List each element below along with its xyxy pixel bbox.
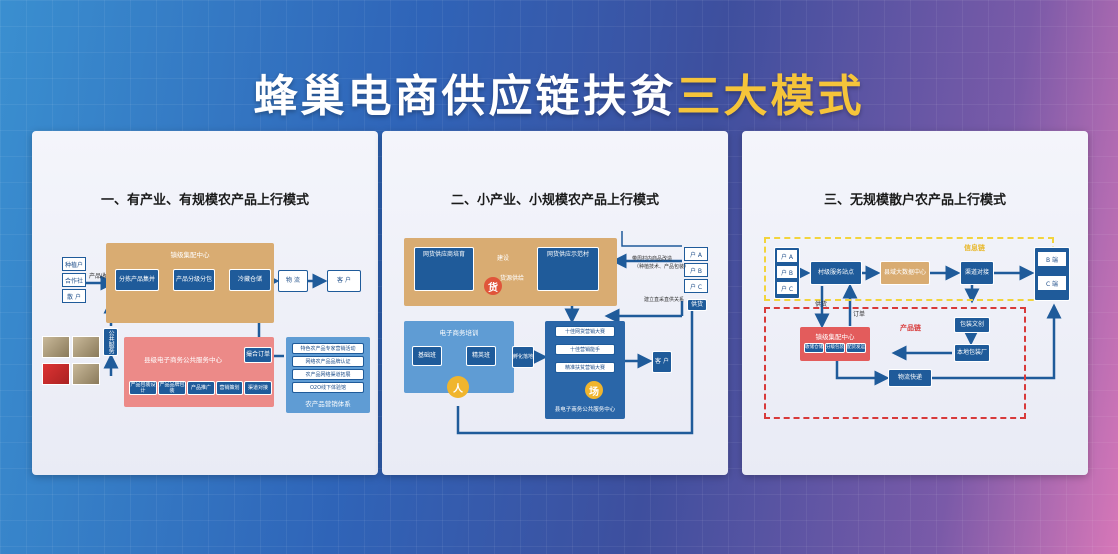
- title-highlight: 三大模式: [676, 71, 865, 122]
- panel3-title: 三、无规模散户农产品上行模式: [823, 193, 1006, 208]
- p2-center-item-3: 精准扶贫营销大赛: [555, 362, 615, 373]
- p2-relation-note: 建立直采直供关系: [644, 297, 685, 303]
- p3-product-chain-label: 产品链: [900, 324, 921, 332]
- p2-build-label: 建设: [497, 255, 510, 262]
- p2-rural-note: 带周村内商品改造: [632, 256, 673, 262]
- p1-marketing-3: 农产品网络渠道拓展: [292, 369, 364, 380]
- p2-basic-class: 基础班: [412, 346, 442, 366]
- panel1-title: 一、有产业、有规模农产品上行模式: [100, 193, 309, 208]
- p1-step-cold: 冷藏仓储: [229, 269, 271, 291]
- p1-public-service: 公共服务: [103, 328, 118, 356]
- p2-customer-box: 客 户: [652, 351, 672, 373]
- p2-goods-circle: 货: [484, 277, 502, 295]
- p2-demo-village-label: 网货供应示范村: [546, 251, 589, 258]
- p3-channel-box: 渠道对接: [960, 261, 994, 285]
- p3-info-chain-label: 信息链: [964, 244, 985, 252]
- p1-photo-2: [72, 336, 100, 358]
- p1-logistics-box: 物 流: [278, 270, 308, 292]
- p2-venue-circle: 场: [585, 381, 603, 399]
- p1-dock-order: 撮合订单: [244, 347, 272, 363]
- p2-supply-label: 货源供给: [500, 275, 525, 282]
- p1-step-sort: 分拣产品集并: [115, 269, 159, 291]
- panel-mode-2: 二、小产业、小规模农产品上行模式 网货供应商培育 建设 网货供应示范村 货源供给…: [382, 131, 728, 475]
- p2-household-a: 户 A: [684, 247, 708, 261]
- p1-service-channel: 渠道对接: [244, 381, 272, 395]
- p1-marketing-title: 农产品营销体系: [305, 400, 351, 408]
- p3-town-sub-2: 分级包装: [825, 343, 845, 353]
- p3-household-a: 户 A: [776, 249, 798, 263]
- panel3-arrows: [795, 265, 1062, 386]
- p1-service-promo: 产品推广: [187, 381, 215, 395]
- p2-person-circle: 人: [447, 376, 469, 398]
- p3-supply-label: 供货: [815, 301, 828, 308]
- p2-hatch-box: 孵化落地: [512, 346, 534, 368]
- p3-household-b: 户 B: [776, 265, 798, 279]
- p3-local-factory: 本地包装厂: [954, 344, 990, 362]
- p2-supplier-label: 网货供应商培育: [422, 251, 465, 258]
- p3-town-sub-1: 收储仓储: [804, 343, 824, 353]
- p3-household-c: 户 C: [776, 281, 798, 295]
- p3-town-center-title: 镇级集配中心: [815, 333, 855, 341]
- p1-marketing-2: 网络农产品品牌认证: [292, 356, 364, 367]
- p1-service-plan: 营销策划: [216, 381, 243, 395]
- p1-grower-box: 种植户: [62, 257, 86, 271]
- page-title: 蜂巢电商供应链扶贫三大模式: [0, 60, 1118, 124]
- p3-b-end: B 端: [1037, 251, 1067, 267]
- p1-photo-3: [42, 363, 70, 385]
- p3-order-label: 订单: [853, 311, 866, 318]
- p3-town-sub-3: 配货发运: [846, 343, 866, 353]
- p3-express-box: 物流快递: [888, 369, 932, 387]
- panel-mode-1: 一、有产业、有规模农产品上行模式 种植户 合作社 散 户 产品收集 镇级集配中心…: [32, 131, 378, 475]
- p1-service-brand: 产品品牌包装: [158, 381, 186, 395]
- p2-supplier-box: 网货供应商培育: [414, 247, 474, 291]
- p1-marketing-1: 特色农产品专家营销活动: [292, 343, 364, 354]
- p1-county-title: 县级电子商务公共服务中心: [144, 356, 222, 364]
- p2-household-c: 户 C: [684, 279, 708, 293]
- p2-supply-tag: 供货: [687, 299, 707, 311]
- p3-village-station: 村级服务站点: [810, 261, 862, 285]
- p2-demo-village-box: 网货供应示范村: [537, 247, 599, 291]
- p2-household-b: 户 B: [684, 263, 708, 277]
- panel2-title: 二、小产业、小规模农产品上行模式: [450, 193, 659, 208]
- p1-farmer-box: 散 户: [62, 289, 86, 303]
- p3-c-end: C 端: [1037, 275, 1067, 291]
- p1-town-title: 镇级集配中心: [170, 251, 210, 259]
- p2-center-title: 县电子商务公共服务中心: [554, 407, 616, 413]
- p2-rural-note2: （种植技术、产品包装）: [634, 264, 690, 270]
- p1-collect-label: 产品收集: [89, 273, 114, 280]
- p3-package-design: 包装文创: [954, 317, 990, 333]
- p1-photo-1: [42, 336, 70, 358]
- p2-elite-class: 精英班: [466, 346, 496, 366]
- title-main: 蜂巢电商供应链扶贫: [253, 71, 677, 122]
- p1-service-design: 产品包装设计: [129, 381, 157, 395]
- p2-center-item-1: 十佳网货营销大赛: [555, 326, 615, 337]
- p3-county-data-center: 县域大数据中心: [880, 261, 930, 285]
- panel-mode-3: 三、无规模散户农产品上行模式 信息链 产品链 户 A 户 B 户 C 村级服务站…: [742, 131, 1088, 475]
- p2-training-title: 电子商务培训: [439, 329, 479, 337]
- p1-customer-box: 客 户: [327, 270, 361, 292]
- p1-coop-box: 合作社: [62, 273, 86, 287]
- p1-step-grade: 产品分级分包: [173, 269, 215, 291]
- p3-product-chain-zone: [764, 307, 1026, 419]
- p1-photo-4: [72, 363, 100, 385]
- p2-center-item-2: 十佳营销能手: [555, 344, 615, 355]
- p1-marketing-4: O2O线下体验馆: [292, 382, 364, 393]
